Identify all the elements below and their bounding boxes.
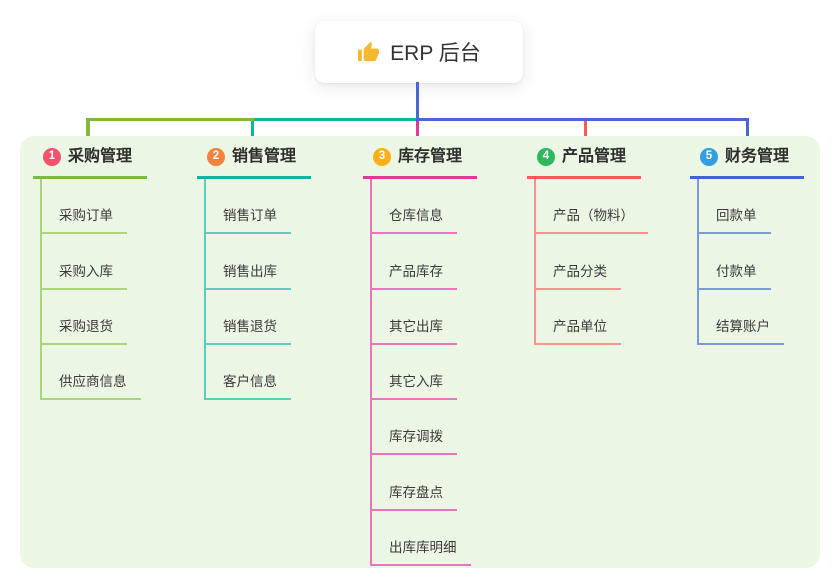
- branch-title-label: 产品管理: [562, 148, 627, 165]
- node-purchase-inbound[interactable]: 采购入库: [42, 234, 147, 290]
- mindmap-canvas: [20, 136, 820, 568]
- branch-inventory: 3 库存管理 仓库信息 产品库存 其它出库 其它入库 库存调拨 库存盘点 出库库…: [363, 146, 477, 567]
- node-label: 库存调拨: [372, 428, 457, 456]
- node-label: 回款单: [699, 207, 771, 235]
- branch-title-label: 采购管理: [68, 148, 133, 165]
- node-label: 仓库信息: [372, 207, 457, 235]
- node-payment-bill[interactable]: 付款单: [699, 234, 804, 290]
- node-label: 出库库明细: [372, 539, 471, 567]
- branch-title-label: 库存管理: [398, 148, 463, 165]
- node-label: 采购退货: [42, 318, 127, 345]
- drop-line-purchase: [86, 117, 90, 141]
- node-stock-count[interactable]: 库存盘点: [372, 455, 477, 511]
- root-title: ERP 后台: [390, 42, 481, 65]
- node-label: 销售订单: [206, 207, 291, 235]
- node-label: 销售出库: [206, 263, 291, 290]
- node-warehouse-info[interactable]: 仓库信息: [372, 179, 477, 235]
- root-stem-line: [415, 82, 419, 119]
- badge-1: 1: [43, 148, 61, 166]
- node-label: 产品（物料）: [536, 207, 648, 235]
- node-label: 采购订单: [42, 207, 127, 235]
- branch-product-title[interactable]: 4 产品管理: [527, 146, 641, 179]
- node-product-material[interactable]: 产品（物料）: [536, 179, 648, 235]
- bus-line-finance: [415, 117, 749, 121]
- branch-inventory-title[interactable]: 3 库存管理: [363, 146, 477, 179]
- branch-purchase-title[interactable]: 1 采购管理: [33, 146, 147, 179]
- node-label: 产品库存: [372, 263, 457, 290]
- node-label: 其它入库: [372, 373, 457, 401]
- drop-line-inventory: [415, 121, 419, 147]
- node-label: 产品分类: [536, 263, 621, 290]
- branch-finance: 5 财务管理 回款单 付款单 结算账户: [690, 146, 804, 345]
- node-label: 其它出库: [372, 318, 457, 345]
- node-label: 销售退货: [206, 318, 291, 345]
- node-product-unit[interactable]: 产品单位: [536, 290, 648, 345]
- badge-4: 4: [537, 148, 555, 166]
- node-label: 客户信息: [206, 373, 291, 401]
- branch-sales-children: 销售订单 销售出库 销售退货 客户信息: [204, 179, 311, 401]
- node-label: 采购入库: [42, 263, 127, 290]
- root-node[interactable]: ERP 后台: [315, 21, 523, 83]
- node-label: 供应商信息: [42, 373, 141, 401]
- branch-product: 4 产品管理 产品（物料） 产品分类 产品单位: [527, 146, 648, 345]
- node-sales-order[interactable]: 销售订单: [206, 179, 311, 235]
- bus-line-sales: [253, 117, 416, 121]
- node-label: 付款单: [699, 263, 771, 290]
- bus-line-purchase: [86, 117, 254, 121]
- branch-sales-title[interactable]: 2 销售管理: [197, 146, 311, 179]
- node-purchase-order[interactable]: 采购订单: [42, 179, 147, 235]
- branch-title-label: 销售管理: [232, 148, 297, 165]
- node-other-inbound[interactable]: 其它入库: [372, 345, 477, 401]
- node-customer-info[interactable]: 客户信息: [206, 345, 311, 401]
- badge-3: 3: [373, 148, 391, 166]
- branch-product-children: 产品（物料） 产品分类 产品单位: [534, 179, 648, 345]
- node-stock-transfer[interactable]: 库存调拨: [372, 400, 477, 456]
- node-other-outbound[interactable]: 其它出库: [372, 290, 477, 345]
- node-label: 结算账户: [699, 318, 784, 345]
- node-label: 产品单位: [536, 318, 621, 345]
- node-sales-return[interactable]: 销售退货: [206, 290, 311, 345]
- branch-finance-children: 回款单 付款单 结算账户: [697, 179, 804, 345]
- badge-5: 5: [700, 148, 718, 166]
- node-purchase-return[interactable]: 采购退货: [42, 290, 147, 345]
- branch-sales: 2 销售管理 销售订单 销售出库 销售退货 客户信息: [197, 146, 311, 401]
- node-label: 库存盘点: [372, 484, 457, 511]
- node-settlement-account[interactable]: 结算账户: [699, 290, 804, 345]
- thumbs-up-icon: [358, 41, 380, 61]
- node-receipt-bill[interactable]: 回款单: [699, 179, 804, 235]
- node-inout-detail[interactable]: 出库库明细: [372, 511, 477, 567]
- branch-title-label: 财务管理: [725, 148, 790, 165]
- branch-inventory-children: 仓库信息 产品库存 其它出库 其它入库 库存调拨 库存盘点 出库库明细: [370, 179, 477, 567]
- node-product-category[interactable]: 产品分类: [536, 234, 648, 290]
- badge-2: 2: [207, 148, 225, 166]
- branch-purchase: 1 采购管理 采购订单 采购入库 采购退货 供应商信息: [33, 146, 147, 401]
- branch-purchase-children: 采购订单 采购入库 采购退货 供应商信息: [40, 179, 147, 401]
- drop-line-sales: [250, 121, 254, 141]
- branch-finance-title[interactable]: 5 财务管理: [690, 146, 804, 179]
- drop-line-finance: [745, 117, 749, 141]
- drop-line-product: [583, 121, 587, 141]
- node-supplier-info[interactable]: 供应商信息: [42, 345, 147, 401]
- node-sales-outbound[interactable]: 销售出库: [206, 234, 311, 290]
- node-product-stock[interactable]: 产品库存: [372, 234, 477, 290]
